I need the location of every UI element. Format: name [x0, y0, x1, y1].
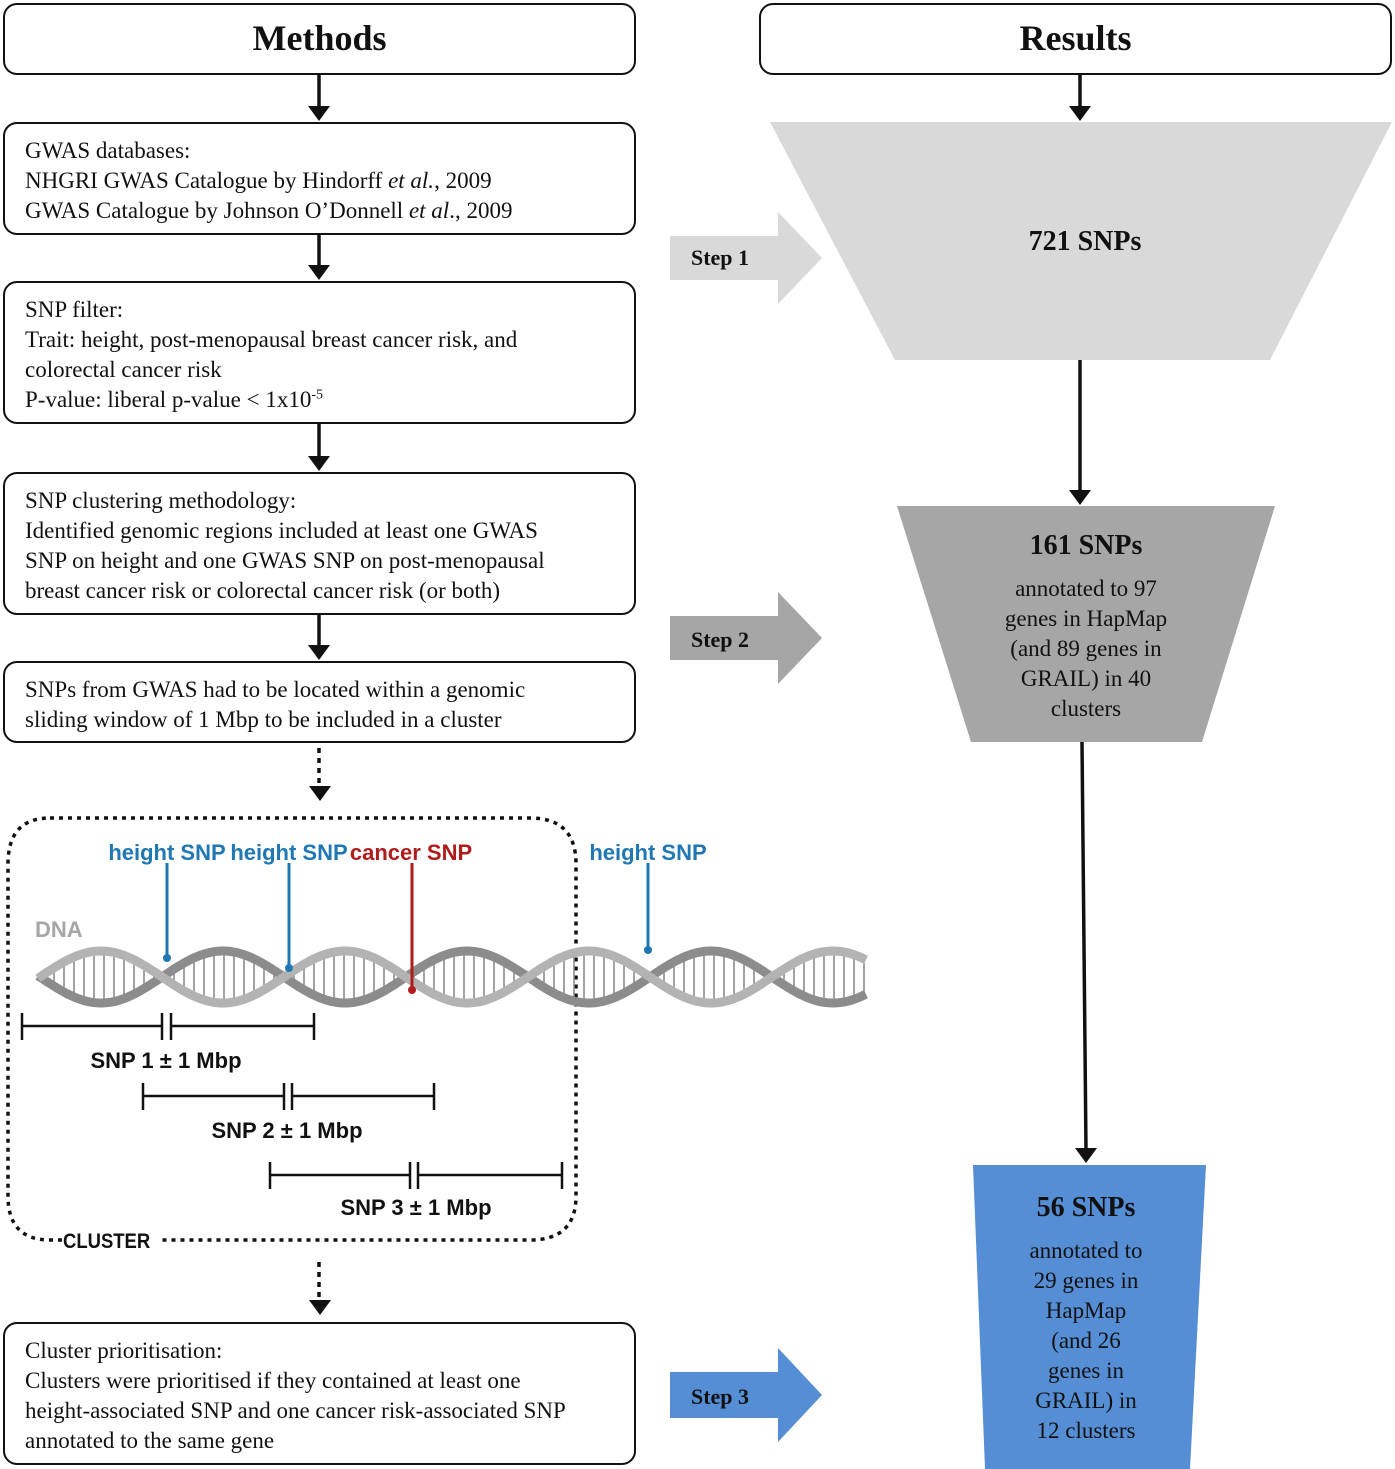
snp-clustering-box: SNP clustering methodology: Identified g…	[3, 472, 636, 615]
snp-markers: height SNP height SNP cancer SNP height …	[108, 840, 707, 994]
funnel1-title: 721 SNPs	[1029, 226, 1142, 257]
box1-line1: GWAS databases:	[25, 138, 191, 163]
dna-label: DNA	[35, 917, 83, 942]
cluster-frame	[6, 816, 578, 1242]
step1-label: Step 1	[691, 245, 749, 270]
funnel-step3	[973, 1165, 1206, 1469]
methods-header: Methods	[3, 3, 636, 75]
funnel3-line: HapMap	[1046, 1298, 1126, 1323]
methods-flow-arrows	[308, 75, 331, 1315]
window-snp2-label: SNP 2 ± 1 Mbp	[211, 1118, 362, 1143]
step3-arrow: Step 3	[670, 1348, 822, 1442]
box4-line2: sliding window of 1 Mbp to be included i…	[25, 707, 502, 732]
arrow-funnel2-to-funnel3	[1080, 741, 1088, 1151]
funnel3-line: annotated to	[1029, 1238, 1142, 1263]
box5-line3: height-associated SNP and one cancer ris…	[25, 1398, 566, 1423]
box3-line2: Identified genomic regions included at l…	[25, 518, 538, 543]
box3-line3: SNP on height and one GWAS SNP on post-m…	[25, 548, 545, 573]
funnel-step2	[897, 506, 1275, 742]
funnel3-text: annotated to 29 genes in HapMap (and 26 …	[1029, 1238, 1142, 1443]
box5-line2: Clusters were prioritised if they contai…	[25, 1368, 521, 1393]
box4-line1: SNPs from GWAS had to be located within …	[25, 677, 526, 702]
box1-line2: NHGRI GWAS Catalogue by Hindorff et al.,…	[25, 168, 492, 193]
step2-label: Step 2	[691, 627, 749, 652]
snp-filter-box: SNP filter: Trait: height, post-menopaus…	[3, 281, 636, 424]
height-snp-4-label: height SNP	[589, 840, 706, 865]
box3-line4: breast cancer risk or colorectal cancer …	[25, 578, 501, 603]
window-snp3	[268, 1162, 564, 1189]
funnel3-line: genes in	[1048, 1358, 1125, 1383]
box5-line1: Cluster prioritisation:	[25, 1338, 223, 1363]
methods-header-text: Methods	[252, 18, 387, 58]
funnel2-line: clusters	[1051, 696, 1121, 721]
cluster-label: CLUSTER	[63, 1230, 150, 1253]
funnel2-text: annotated to 97 genes in HapMap (and 89 …	[1005, 576, 1167, 721]
step1-arrow: Step 1	[670, 212, 822, 304]
box2-line3: colorectal cancer risk	[25, 357, 222, 382]
dna-helix	[35, 946, 868, 1008]
box5-line4: annotated to the same gene	[25, 1428, 275, 1453]
window-snp2	[141, 1083, 436, 1110]
height-snp-2-dot	[285, 964, 293, 972]
cancer-snp-label: cancer SNP	[350, 840, 472, 865]
height-snp-1-dot	[163, 954, 171, 962]
funnel2-title: 161 SNPs	[1030, 530, 1143, 561]
funnel2-line: (and 89 genes in	[1010, 636, 1162, 661]
cluster-prioritisation-box: Cluster prioritisation: Clusters were pr…	[3, 1322, 636, 1465]
step2-arrow: Step 2	[670, 592, 822, 684]
funnel-step1	[770, 122, 1392, 360]
funnel2-line: annotated to 97	[1015, 576, 1157, 601]
step3-label: Step 3	[691, 1384, 749, 1409]
results-flow-arrows	[1069, 75, 1097, 1163]
results-header-text: Results	[1019, 18, 1132, 58]
box2-line1: SNP filter:	[25, 297, 124, 322]
window-snp1-label: SNP 1 ± 1 Mbp	[90, 1048, 241, 1073]
height-snp-1-label: height SNP	[108, 840, 225, 865]
funnel3-title: 56 SNPs	[1037, 1192, 1136, 1223]
funnel3-line: 29 genes in	[1034, 1268, 1139, 1293]
box3-line1: SNP clustering methodology:	[25, 488, 297, 513]
window-snp3-label: SNP 3 ± 1 Mbp	[340, 1195, 491, 1220]
cancer-snp-dot	[408, 986, 416, 994]
funnel2-line: GRAIL) in 40	[1021, 666, 1151, 691]
gwas-databases-box: GWAS databases: NHGRI GWAS Catalogue by …	[3, 122, 636, 235]
height-snp-4-dot	[644, 946, 652, 954]
funnel2-line: genes in HapMap	[1005, 606, 1167, 631]
funnel3-line: GRAIL) in	[1035, 1388, 1137, 1413]
window-snp1	[20, 1013, 316, 1040]
height-snp-2-label: height SNP	[230, 840, 347, 865]
sliding-window-box: SNPs from GWAS had to be located within …	[3, 661, 636, 743]
box2-line2: Trait: height, post-menopausal breast ca…	[25, 327, 518, 352]
funnel3-line: (and 26	[1051, 1328, 1121, 1353]
box1-line3: GWAS Catalogue by Johnson O’Donnell et a…	[25, 198, 513, 223]
funnel3-line: 12 clusters	[1036, 1418, 1135, 1443]
snp-windows	[20, 1013, 564, 1189]
results-header: Results	[759, 3, 1392, 75]
box2-line4: P-value: liberal p-value < 1x10-5	[25, 387, 324, 412]
